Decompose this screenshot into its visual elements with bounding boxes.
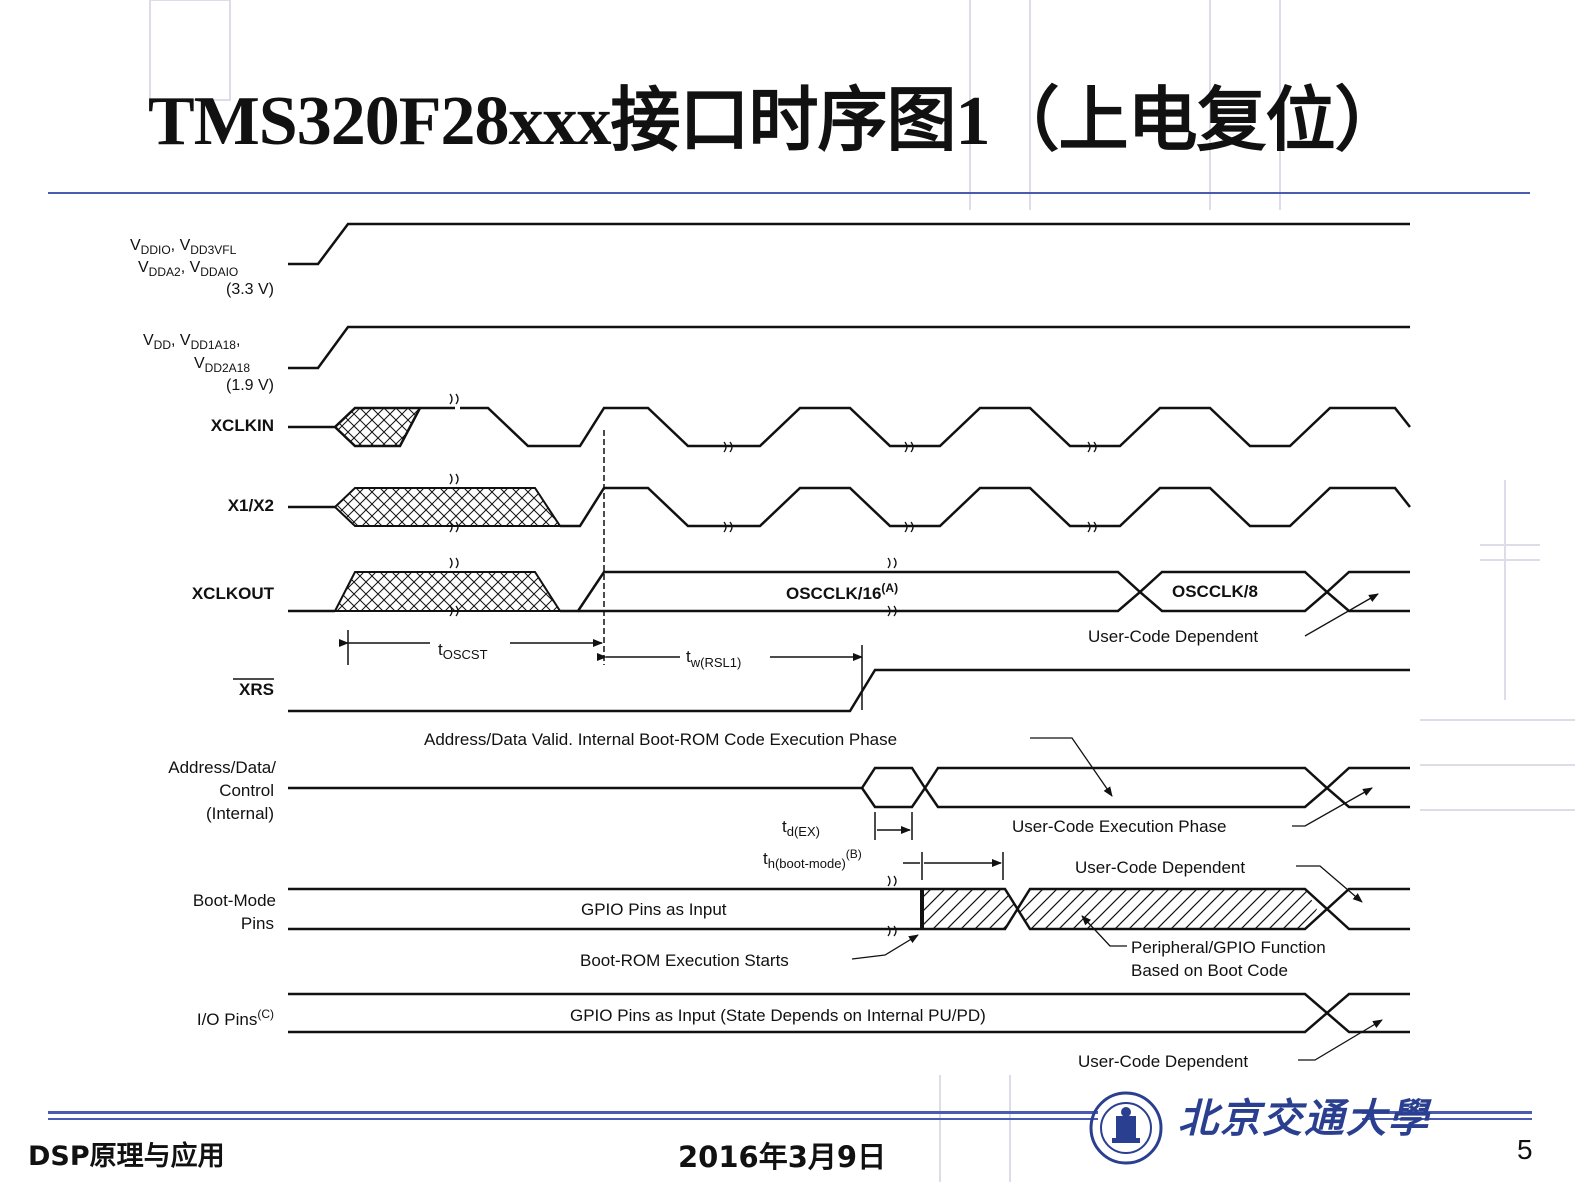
wave-xrs <box>288 668 1410 713</box>
user-dep-xclkout: User-Code Dependent <box>1088 627 1258 646</box>
wave-vdd <box>288 325 1410 370</box>
xclkout-osc8-label: OSCCLK/8 <box>1172 582 1258 601</box>
slide-title: TMS320F28xxx接口时序图1（上电复位） <box>148 83 1404 160</box>
label-io: I/O Pins(C) <box>197 1007 274 1029</box>
addr-valid-label: Address/Data Valid. Internal Boot-ROM Co… <box>424 730 897 749</box>
wave-xclkin-pre <box>288 406 455 448</box>
user-dep-io: User-Code Dependent <box>1078 1052 1248 1071</box>
footer-rule-right <box>1362 1111 1532 1114</box>
wave-xclkin <box>460 406 1411 448</box>
label-vddio-line1: VDDIO, VDD3VFL <box>130 237 237 257</box>
university-seal-icon <box>1089 1091 1163 1165</box>
gpio-input-label: GPIO Pins as Input <box>581 900 727 919</box>
user-dep-boot: User-Code Dependent <box>1075 858 1245 877</box>
user-exec-label: User-Code Execution Phase <box>1012 817 1227 836</box>
label-boot-line1: Boot-Mode <box>193 891 276 910</box>
label-vdd-line3: (1.9 V) <box>226 377 274 394</box>
break-marks <box>449 393 1097 937</box>
label-vdd-line1: VDD, VDD1A18, <box>143 332 240 352</box>
gpio-io-label: GPIO Pins as Input (State Depends on Int… <box>570 1006 986 1025</box>
label-xrs: XRS <box>239 680 274 699</box>
td-ex-label: td(EX) <box>782 817 820 839</box>
wave-xclkout-low <box>288 570 1410 613</box>
wave-io <box>288 992 1410 1034</box>
wave-xclkout-bus-bottom <box>578 590 1410 613</box>
label-addr-line1: Address/Data/ <box>168 758 276 777</box>
wave-vddio <box>288 222 1410 266</box>
page-number: 5 <box>1517 1134 1533 1165</box>
wave-xclkout-hatch <box>333 571 562 612</box>
twrsl-label: tw(RSL1) <box>686 647 741 670</box>
label-x1x2: X1/X2 <box>228 496 274 515</box>
wave-addr <box>288 766 1410 809</box>
label-vddio-line2: VDDA2, VDDAIO <box>138 259 238 279</box>
course-name: DSP原理与应用 <box>28 1141 225 1172</box>
wave-boot-hatch <box>922 889 1317 929</box>
toscst-label: tOSCST <box>438 640 488 662</box>
wave-x1x2-hatch <box>333 487 562 527</box>
label-xclkout: XCLKOUT <box>192 584 275 603</box>
footer-rule-top <box>48 1111 1098 1114</box>
title-rule <box>48 192 1530 194</box>
label-addr-line3: (Internal) <box>206 804 274 823</box>
boot-rom-starts-label: Boot-ROM Execution Starts <box>580 951 789 970</box>
leader-lines <box>851 593 1383 1061</box>
slide-date: 2016年3月9日 <box>678 1140 887 1174</box>
label-vddio-line3: (3.3 V) <box>226 281 274 298</box>
university-name: 北京交通大學 <box>1178 1095 1430 1142</box>
label-addr-line2: Control <box>219 781 274 800</box>
waveforms <box>288 222 1411 1034</box>
footer-rule-bottom <box>48 1118 1098 1120</box>
label-vdd-line2: VDD2A18 <box>194 355 250 375</box>
xclkout-osc16-label: OSCCLK/16(A) <box>786 581 898 603</box>
th-boot-label: th(boot-mode)(B) <box>763 847 862 871</box>
timing-dimensions <box>339 430 1004 880</box>
footer-rule-right-2 <box>1362 1118 1532 1120</box>
wave-x1x2 <box>288 486 1411 528</box>
periph-gpio-line1: Peripheral/GPIO Function <box>1131 938 1326 957</box>
label-boot-line2: Pins <box>241 914 274 933</box>
label-xclkin: XCLKIN <box>211 416 274 435</box>
wave-boot <box>288 887 1410 931</box>
periph-gpio-line2: Based on Boot Code <box>1131 961 1288 980</box>
